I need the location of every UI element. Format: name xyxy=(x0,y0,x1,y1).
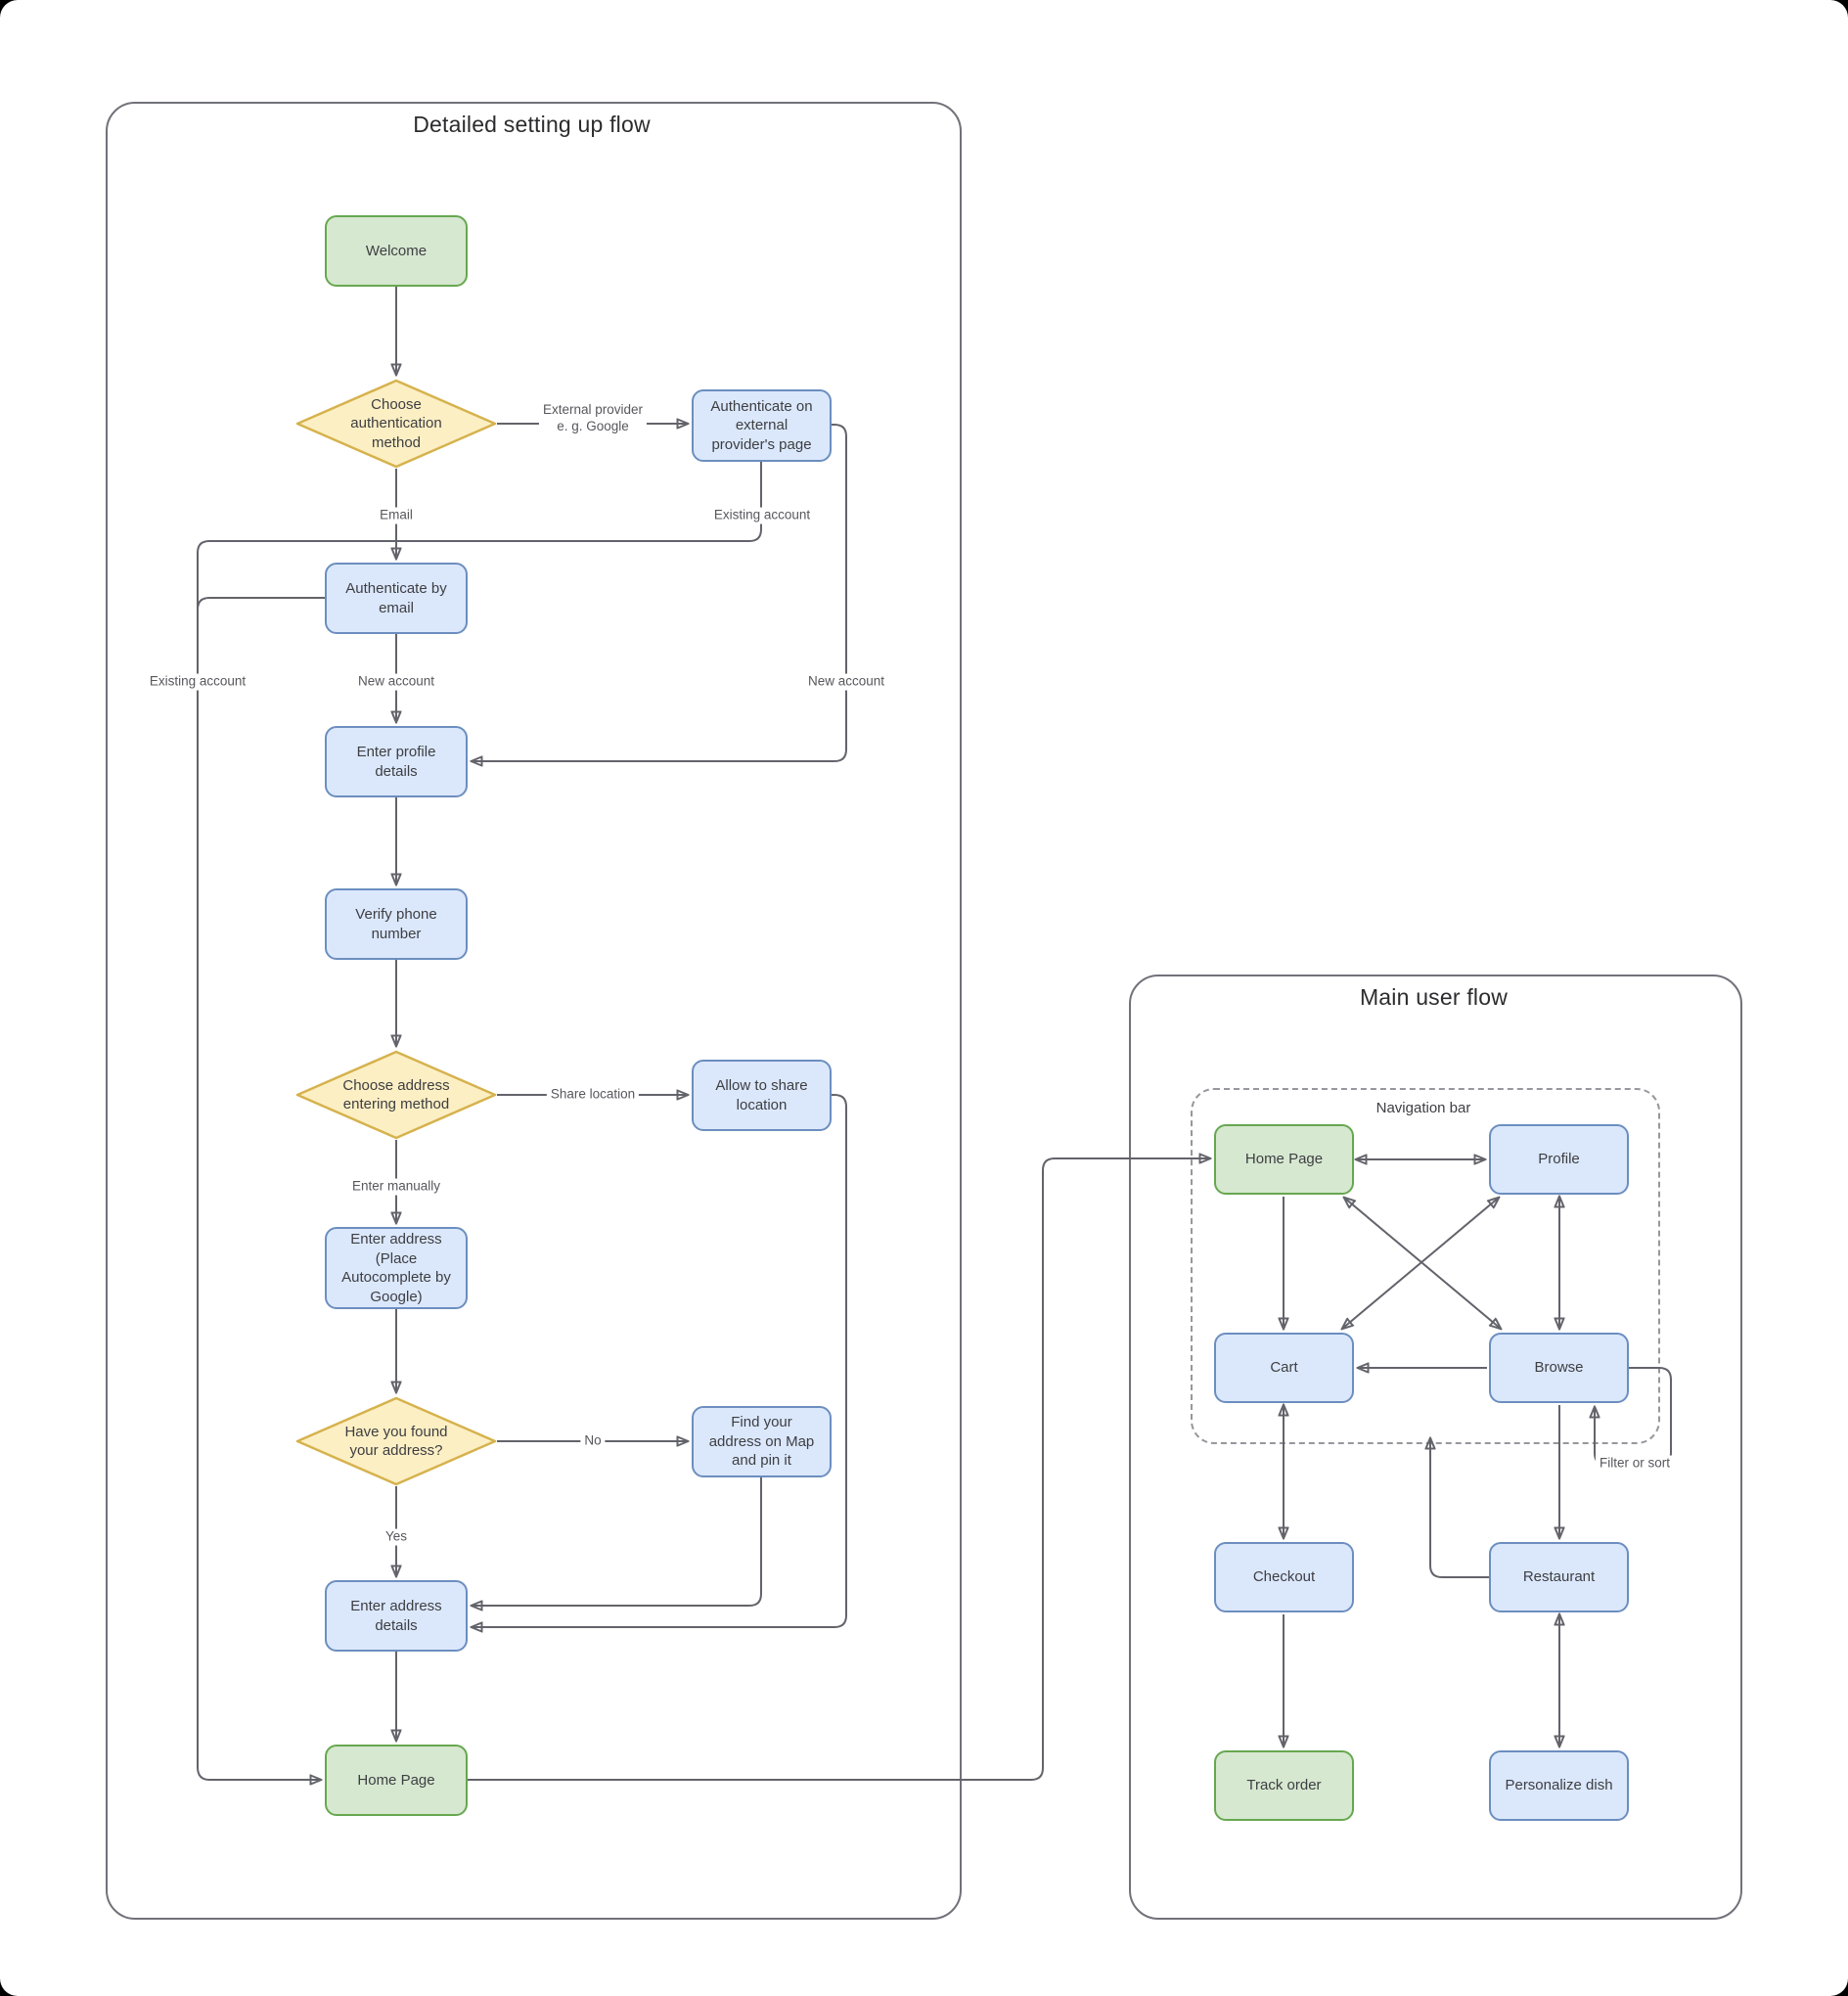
diamond-shape xyxy=(295,1396,497,1486)
node-cart: Cart xyxy=(1214,1333,1354,1403)
edge-label-new-account-email: New account xyxy=(353,673,439,691)
edge-label-share-location: Share location xyxy=(546,1086,640,1104)
edge-external-new-to-profile xyxy=(472,424,847,761)
edge-label-email: Email xyxy=(376,507,417,524)
edge-label-no: No xyxy=(580,1432,606,1450)
edge-external-existing-to-home xyxy=(197,462,762,1780)
node-profile: Profile xyxy=(1489,1124,1629,1195)
edge-profile-cart-diagonal xyxy=(1342,1198,1499,1329)
right-flow-title: Main user flow xyxy=(1359,984,1509,1010)
node-verify-phone-number: Verify phone number xyxy=(325,888,468,960)
node-find-address-on-map: Find your address on Map and pin it xyxy=(692,1406,832,1477)
node-enter-address-autocomplete: Enter address (Place Autocomplete by Goo… xyxy=(325,1227,468,1309)
edge-home-browse-diagonal xyxy=(1344,1198,1501,1329)
node-browse: Browse xyxy=(1489,1333,1629,1403)
node-enter-profile-details: Enter profile details xyxy=(325,726,468,797)
node-authenticate-external-provider: Authenticate on external provider's page xyxy=(692,389,832,462)
edge-label-filter-or-sort: Filter or sort xyxy=(1595,1455,1675,1473)
node-restaurant: Restaurant xyxy=(1489,1542,1629,1612)
left-flow-container xyxy=(106,102,962,1920)
node-home-page-right: Home Page xyxy=(1214,1124,1354,1195)
edge-label-yes: Yes xyxy=(381,1528,412,1546)
edge-label-new-account-provider: New account xyxy=(803,673,889,691)
diamond-shape xyxy=(295,379,497,469)
node-enter-address-details: Enter address details xyxy=(325,1580,468,1652)
edge-label-existing-account-provider: Existing account xyxy=(709,507,815,524)
node-track-order: Track order xyxy=(1214,1750,1354,1821)
decision-choose-authentication-method: Choose authentication method xyxy=(295,379,497,469)
navigation-bar-label: Navigation bar xyxy=(1375,1100,1471,1116)
node-welcome: Welcome xyxy=(325,215,468,287)
edge-share-to-details xyxy=(472,1094,847,1627)
diamond-shape xyxy=(295,1050,497,1140)
edge-label-external-provider: External provider e. g. Google xyxy=(538,402,648,435)
edge-label-existing-account-email: Existing account xyxy=(145,673,250,691)
node-authenticate-by-email: Authenticate by email xyxy=(325,563,468,634)
decision-choose-address-entering-method: Choose address entering method xyxy=(295,1050,497,1140)
node-checkout: Checkout xyxy=(1214,1542,1354,1612)
edge-home-left-to-home-right xyxy=(468,1158,1210,1781)
decision-have-you-found-your-address: Have you found your address? xyxy=(295,1396,497,1486)
edge-label-enter-manually: Enter manually xyxy=(347,1178,445,1196)
edge-find-to-details xyxy=(472,1477,762,1606)
node-personalize-dish: Personalize dish xyxy=(1489,1750,1629,1821)
edge-restaurant-to-navbar xyxy=(1430,1438,1489,1578)
edge-email-existing-merge xyxy=(197,597,325,646)
right-flow-container xyxy=(1129,975,1742,1920)
left-flow-title: Detailed setting up flow xyxy=(413,112,651,137)
node-home-page-left: Home Page xyxy=(325,1745,468,1816)
node-allow-to-share-location: Allow to share location xyxy=(692,1060,832,1131)
